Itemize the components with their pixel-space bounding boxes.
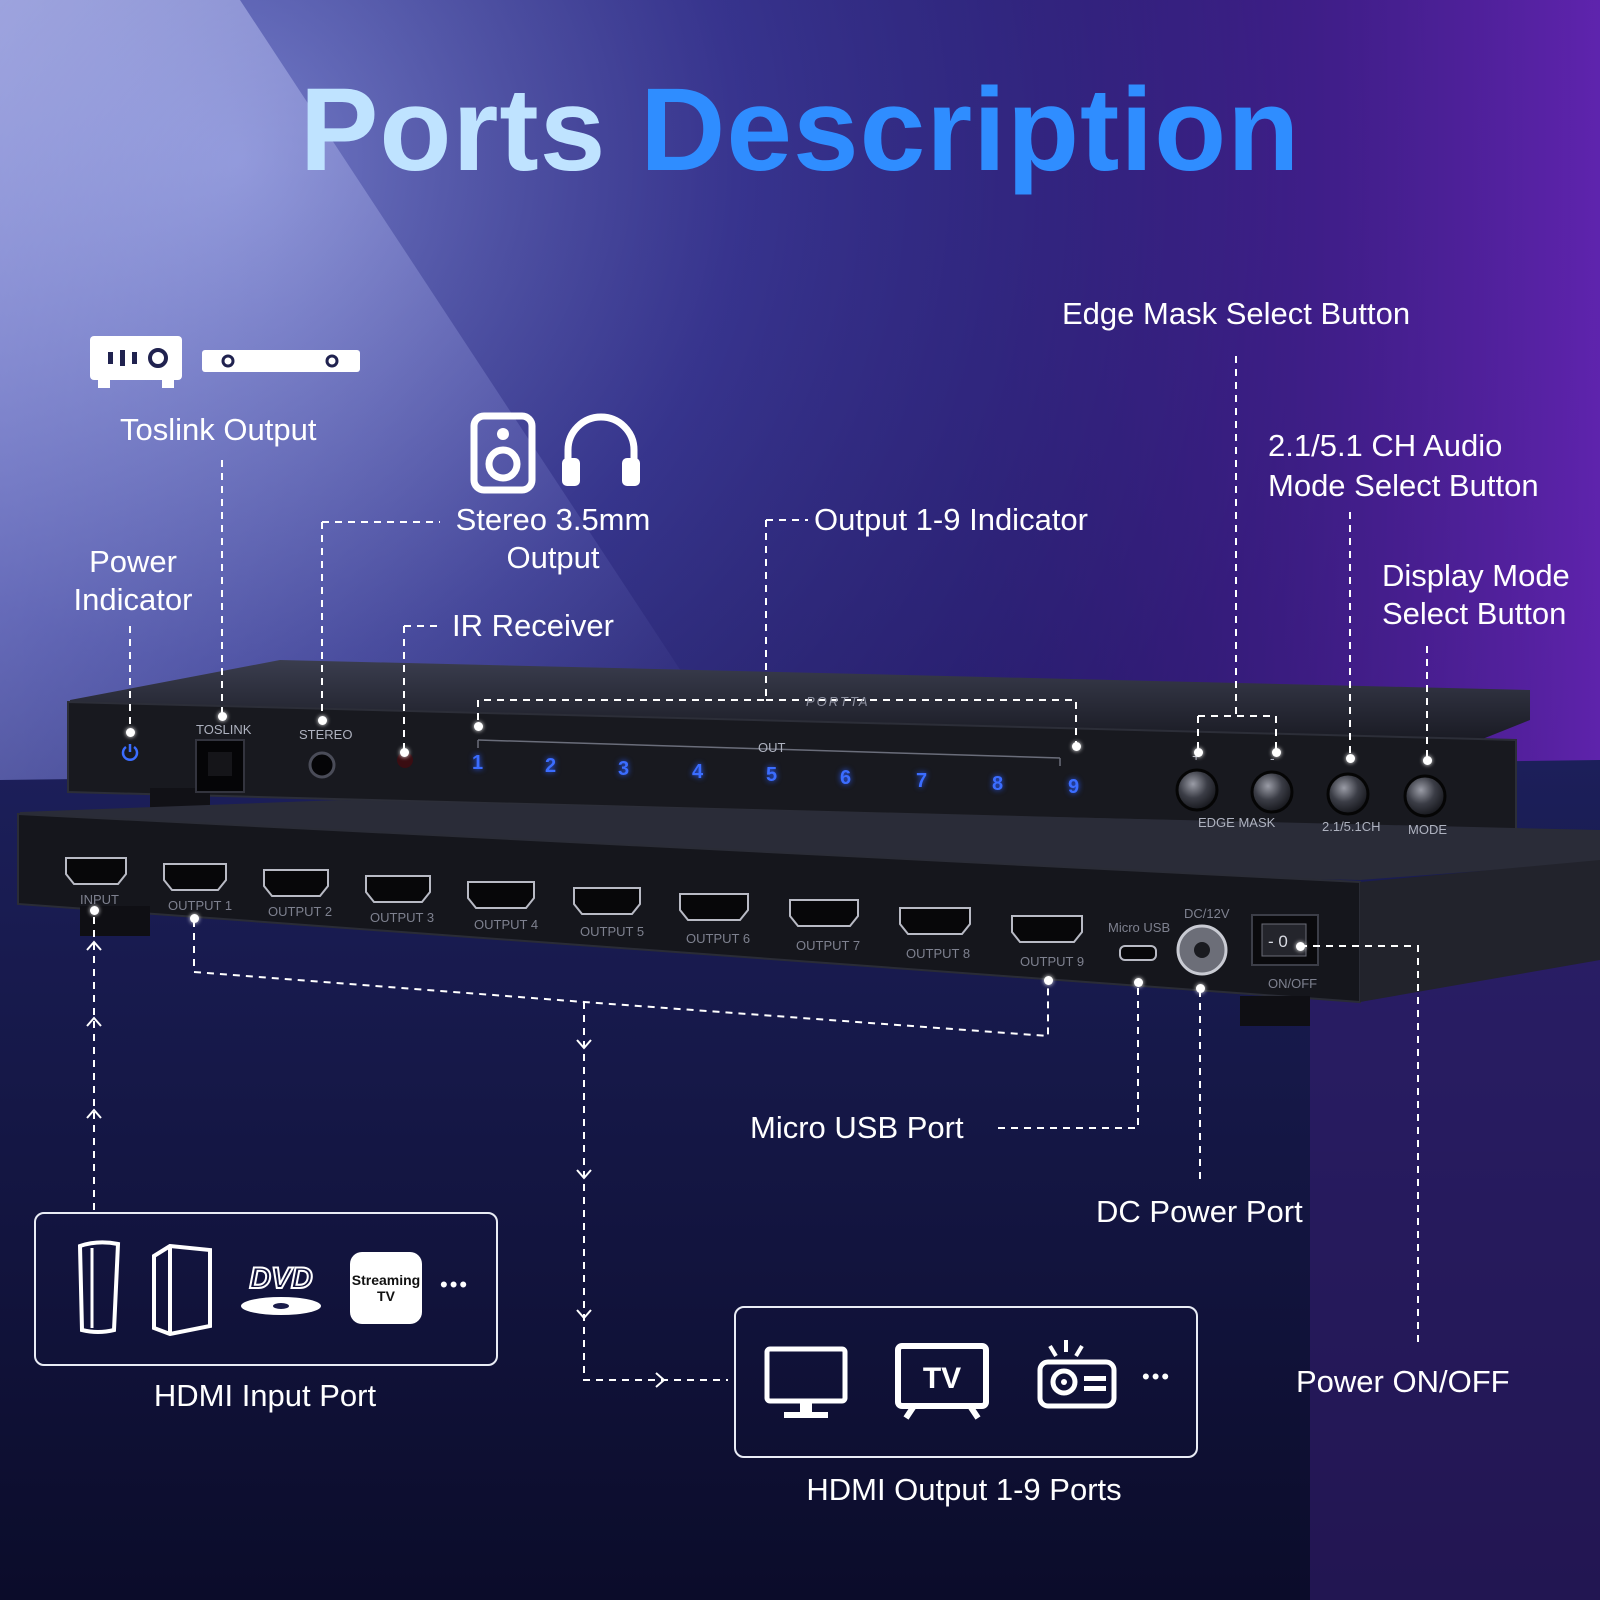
out-label: OUT	[758, 740, 786, 755]
indicator-9: 9	[1068, 776, 1080, 798]
power-icon	[121, 744, 139, 761]
monitor-icon	[764, 1346, 848, 1418]
brand-logo: PORTTA	[806, 694, 870, 709]
edge-mask-port-label: EDGE MASK	[1198, 815, 1276, 830]
edge-minus-label: -	[1270, 750, 1275, 766]
indicator-6: 6	[840, 767, 852, 789]
output-7-port-label: OUTPUT 7	[796, 938, 861, 953]
edge-mask-label: Edge Mask Select Button	[1062, 296, 1411, 331]
power-switch-dot	[1296, 942, 1305, 951]
audio-mode-dot	[1346, 754, 1355, 763]
output-8-port-label: OUTPUT 8	[906, 946, 971, 961]
tv-icon: TV	[895, 1343, 989, 1420]
audio-mode-label-2: Mode Select Button	[1268, 468, 1539, 503]
output-2-port-label: OUTPUT 2	[268, 904, 333, 919]
ir-receiver-dot	[400, 748, 409, 757]
more-displays: •••	[1142, 1364, 1172, 1389]
display-mode-label-2: Select Button	[1382, 596, 1567, 631]
toslink-label: Toslink Output	[120, 412, 317, 447]
output-3-port-label: OUTPUT 3	[370, 910, 435, 925]
audio-ch-port-label: 2.1/5.1CH	[1322, 819, 1381, 834]
output-4-port-label: OUTPUT 4	[474, 917, 539, 932]
edge-mask-plus-button[interactable]	[1177, 770, 1217, 810]
headphones-icon	[562, 413, 640, 486]
hdmi-input-devices-box	[34, 1212, 498, 1366]
onoff-port-label: ON/OFF	[1268, 976, 1318, 991]
dvd-text: DVD	[249, 1262, 312, 1295]
hdmi-input-label: HDMI Input Port	[153, 1378, 377, 1413]
indicator-8: 8	[992, 773, 1004, 795]
power-switch[interactable]: - 0	[1268, 932, 1288, 951]
micro-usb-dot	[1134, 978, 1143, 987]
micro-usb-label: Micro USB Port	[750, 1110, 964, 1145]
display-mode-label-1: Display Mode	[1382, 558, 1570, 593]
projector-icon	[1037, 1340, 1117, 1409]
streaming-tv-icon: Streaming TV	[350, 1252, 422, 1324]
indicator-1: 1	[472, 752, 484, 774]
display-mode-button[interactable]	[1405, 776, 1445, 816]
toslink-port-label: TOSLINK	[196, 722, 252, 737]
stereo-label-1: Stereo 3.5mm	[455, 502, 651, 537]
page-title: Ports Description	[0, 62, 1600, 198]
power-indicator-dot	[126, 728, 135, 737]
power-indicator-label-2: Indicator	[73, 582, 193, 617]
output-indicator-label: Output 1-9 Indicator	[814, 502, 1088, 537]
xbox-icon	[152, 1244, 212, 1336]
indicator-3: 3	[618, 758, 630, 780]
stereo-port-label: STEREO	[299, 727, 353, 742]
ir-receiver-label: IR Receiver	[452, 608, 614, 643]
receiver-icon	[90, 336, 182, 388]
hdmi-output-devices-box	[734, 1306, 1198, 1458]
power-indicator-label-1: Power	[89, 544, 177, 579]
edge-mask-minus-button[interactable]	[1252, 772, 1292, 812]
dc-power-label: DC Power Port	[1096, 1194, 1303, 1229]
indicator-7: 7	[916, 770, 928, 792]
stereo-label-2: Output	[506, 540, 600, 575]
display-mode-dot	[1423, 756, 1432, 765]
title-word-description: Description	[640, 64, 1301, 196]
streaming-text: Streaming	[351, 1272, 421, 1288]
dc-power-dot	[1196, 984, 1205, 993]
output-5-port-label: OUTPUT 5	[580, 924, 645, 939]
edge-minus-dot	[1272, 748, 1281, 757]
indicator-start-dot	[474, 722, 483, 731]
dvd-icon: DVD	[241, 1261, 321, 1315]
output-9-port-label: OUTPUT 9	[1020, 954, 1085, 969]
dc-port-label: DC/12V	[1184, 906, 1230, 921]
more-sources: •••	[440, 1272, 470, 1297]
hdmi-outputs-label: HDMI Output 1-9 Ports	[806, 1472, 1122, 1507]
output-1-port-label: OUTPUT 1	[168, 898, 233, 913]
input-port-label: INPUT	[80, 892, 119, 907]
output-6-port-label: OUTPUT 6	[686, 931, 751, 946]
tv-text: TV	[923, 1362, 961, 1395]
audio-mode-button[interactable]	[1328, 774, 1368, 814]
edge-plus-dot	[1194, 748, 1203, 757]
indicator-5: 5	[766, 764, 778, 786]
input-port-dot	[90, 906, 99, 915]
indicator-2: 2	[545, 755, 557, 777]
toslink-dot	[218, 712, 227, 721]
output-1-dot	[190, 914, 199, 923]
stereo-dot	[318, 716, 327, 725]
indicator-4: 4	[692, 761, 704, 783]
soundbar-icon	[202, 350, 360, 372]
streaming-tv-text: TV	[377, 1288, 395, 1304]
title-word-ports: Ports	[299, 64, 607, 196]
speaker-icon	[470, 412, 536, 494]
micro-usb-port-label: Micro USB	[1108, 920, 1171, 935]
output-9-dot	[1044, 976, 1053, 985]
console-icon	[77, 1240, 121, 1334]
mode-port-label: MODE	[1408, 822, 1447, 837]
power-onoff-label: Power ON/OFF	[1296, 1364, 1510, 1399]
indicator-end-dot	[1072, 742, 1081, 751]
audio-mode-label-1: 2.1/5.1 CH Audio	[1268, 428, 1503, 463]
